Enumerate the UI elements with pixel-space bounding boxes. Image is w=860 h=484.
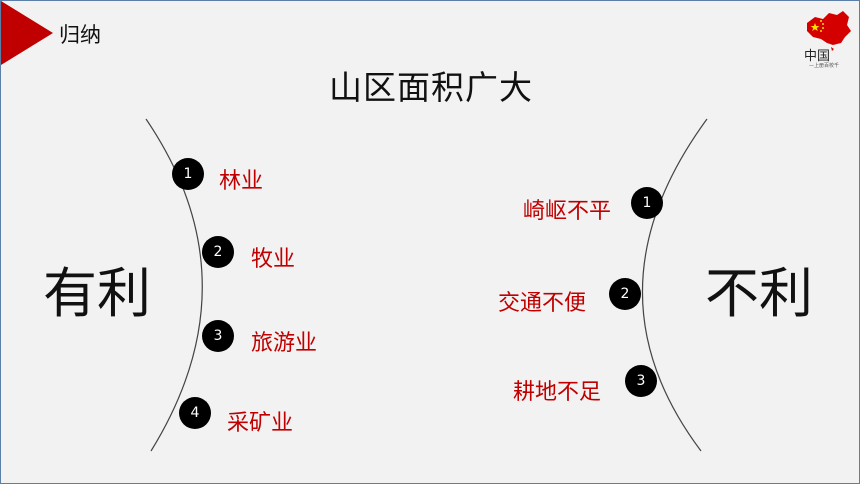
china-map-logo-icon bbox=[807, 11, 851, 51]
section-label: 归纳 bbox=[59, 23, 101, 47]
disadvantage-number-1: 1 bbox=[631, 187, 663, 219]
disadvantage-item-2: 交通不便 bbox=[498, 291, 587, 316]
right-arc bbox=[641, 118, 708, 452]
disadvantage-number-3: 3 bbox=[625, 365, 657, 397]
logo-subtext: —上册百校千 bbox=[809, 63, 840, 69]
disadvantages-heading: 不利 bbox=[705, 262, 813, 325]
corner-triangle bbox=[1, 1, 53, 65]
logo-text: 中国 bbox=[804, 49, 831, 64]
advantage-number-2: 2 bbox=[202, 236, 234, 268]
advantage-item-2: 牧业 bbox=[251, 247, 296, 272]
page-title: 山区面积广大 bbox=[329, 68, 533, 107]
advantage-number-4: 4 bbox=[179, 397, 211, 429]
disadvantage-item-3: 耕地不足 bbox=[513, 380, 602, 405]
advantage-item-4: 采矿业 bbox=[227, 411, 294, 436]
disadvantage-number-2: 2 bbox=[609, 278, 641, 310]
left-arc bbox=[145, 118, 203, 452]
advantage-item-1: 林业 bbox=[219, 169, 264, 194]
advantage-item-3: 旅游业 bbox=[251, 331, 318, 356]
advantage-number-1: 1 bbox=[172, 158, 204, 190]
disadvantage-item-1: 崎岖不平 bbox=[523, 199, 612, 224]
advantage-number-3: 3 bbox=[202, 320, 234, 352]
advantages-heading: 有利 bbox=[43, 262, 151, 325]
